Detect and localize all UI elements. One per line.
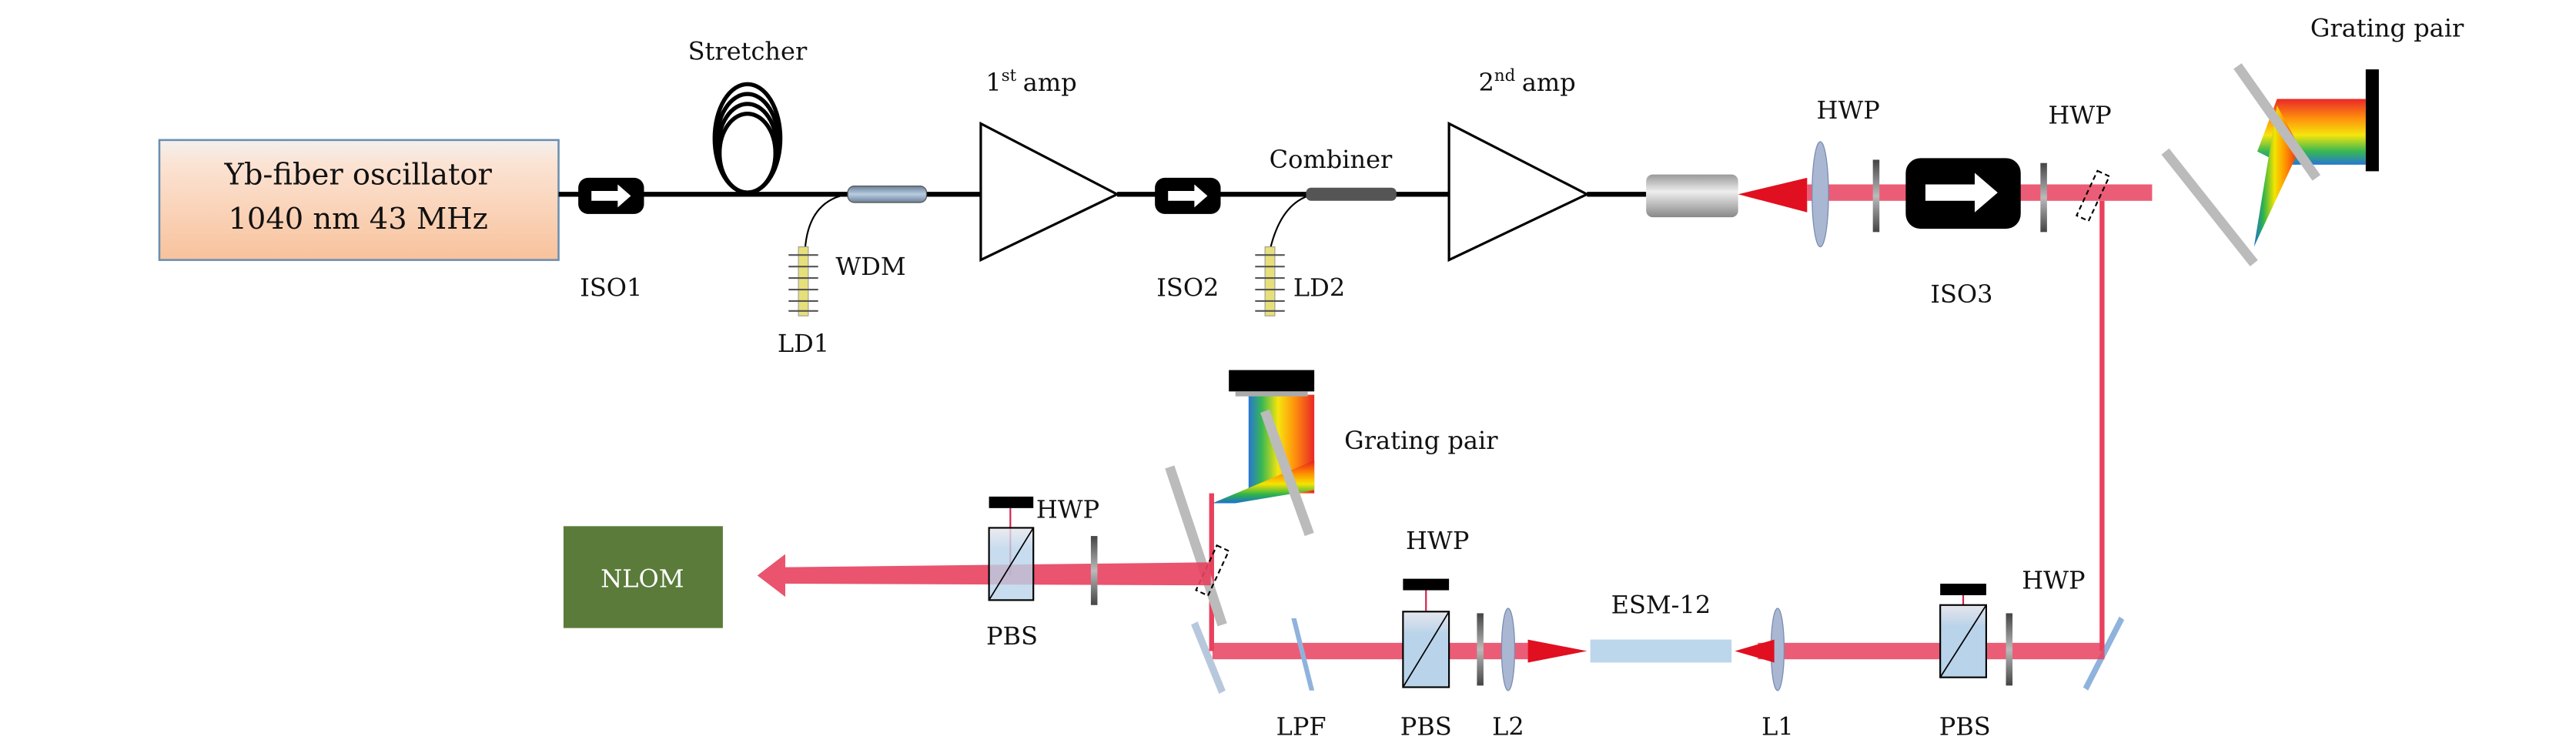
output-beam-arrow bbox=[757, 554, 1211, 598]
beam-cone bbox=[1738, 177, 1808, 213]
label-combiner: Combiner bbox=[1270, 145, 1393, 174]
amplifier-2 bbox=[1447, 121, 1590, 263]
beam-cone bbox=[1527, 639, 1587, 663]
isolator-iso1 bbox=[578, 177, 644, 214]
pbs-mid bbox=[1402, 578, 1450, 688]
label-hwp-nlom: HWP bbox=[1036, 495, 1099, 524]
half-wave-plate bbox=[1090, 536, 1098, 605]
oscillator-box: Yb-fiber oscillator 1040 nm 43 MHz bbox=[158, 139, 560, 261]
pickoff-mirror bbox=[2075, 169, 2111, 223]
oscillator-line1: Yb-fiber oscillator bbox=[223, 157, 492, 192]
label-pbs-mid: PBS bbox=[1400, 711, 1452, 741]
isolator-iso3 bbox=[1905, 158, 2021, 229]
label-iso3: ISO3 bbox=[1930, 280, 1992, 309]
pbs-right bbox=[1939, 584, 1987, 678]
wdm-coupler bbox=[847, 185, 928, 203]
label-ld1: LD1 bbox=[778, 329, 829, 358]
label-esm: ESM-12 bbox=[1611, 590, 1711, 619]
pump-fiber bbox=[804, 193, 848, 250]
stretcher-coil bbox=[712, 82, 783, 195]
oscillator-line2: 1040 nm 43 MHz bbox=[228, 202, 487, 236]
label-pbs-nlom: PBS bbox=[986, 621, 1038, 651]
esm-12-fiber bbox=[1590, 639, 1732, 663]
fold-mirror bbox=[1191, 621, 1226, 694]
isolator-iso2 bbox=[1155, 177, 1221, 214]
half-wave-plate bbox=[1872, 159, 1880, 233]
pbs-nlom bbox=[988, 496, 1035, 601]
pump-fiber bbox=[1269, 193, 1315, 251]
label-wdm: WDM bbox=[835, 252, 905, 281]
label-grating-top: Grating pair bbox=[2310, 13, 2464, 42]
half-wave-plate bbox=[2040, 162, 2047, 233]
grating-pair-top bbox=[2161, 63, 2379, 266]
label-stretcher: Stretcher bbox=[688, 36, 808, 65]
label-lpf: LPF bbox=[1276, 711, 1326, 741]
label-hwp-top1: HWP bbox=[1817, 95, 1880, 125]
long-pass-filter bbox=[1291, 618, 1315, 691]
nlom-label: NLOM bbox=[601, 564, 684, 593]
laser-diode-ld2 bbox=[1255, 246, 1285, 316]
lens bbox=[1812, 141, 1829, 248]
beam bbox=[2099, 200, 2105, 651]
nlom-box: NLOM bbox=[563, 526, 723, 628]
beam bbox=[1758, 642, 2105, 660]
combiner bbox=[1306, 187, 1397, 201]
label-pbs-right: PBS bbox=[1939, 711, 1991, 741]
beam-cone bbox=[1735, 639, 1775, 663]
half-wave-plate bbox=[1477, 613, 1484, 686]
beam bbox=[1209, 493, 1214, 651]
label-iso1: ISO1 bbox=[580, 273, 642, 303]
label-l2: L2 bbox=[1492, 711, 1524, 741]
grating-pair-bottom bbox=[1165, 370, 1315, 627]
label-grating-bottom: Grating pair bbox=[1344, 426, 1498, 455]
label-hwp-mid: HWP bbox=[1406, 526, 1469, 555]
label-iso2: ISO2 bbox=[1156, 273, 1219, 303]
arrow-right-icon bbox=[1168, 184, 1208, 208]
arrow-right-icon bbox=[591, 184, 631, 208]
label-ld2: LD2 bbox=[1293, 273, 1345, 303]
label-hwp-right: HWP bbox=[2022, 565, 2085, 594]
collimator bbox=[1646, 174, 1738, 218]
label-l1: L1 bbox=[1761, 711, 1794, 741]
lens-l2 bbox=[1500, 608, 1516, 691]
label-hwp-top2: HWP bbox=[2048, 101, 2111, 130]
amplifier-1 bbox=[979, 121, 1120, 263]
arrow-right-icon bbox=[1925, 172, 1998, 213]
half-wave-plate bbox=[2006, 613, 2013, 686]
laser-diode-ld1 bbox=[788, 246, 818, 316]
